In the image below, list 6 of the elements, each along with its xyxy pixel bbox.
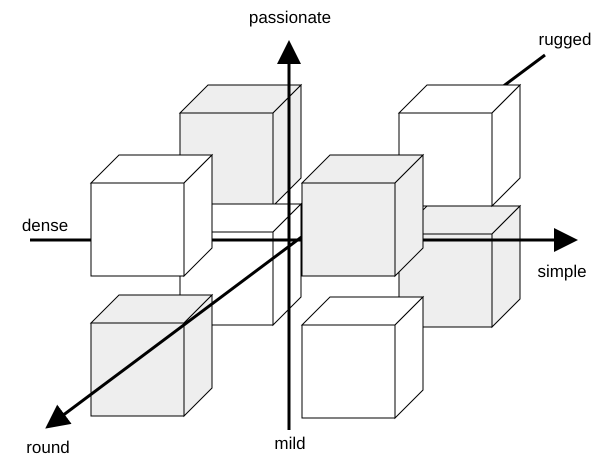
axis-label: round [26, 438, 70, 458]
axis-label: rugged [538, 30, 592, 50]
axis-label: passionate [248, 8, 332, 28]
axis-label: dense [22, 216, 68, 236]
axis-label: mild [274, 434, 306, 454]
axis-label: simple [537, 262, 587, 282]
